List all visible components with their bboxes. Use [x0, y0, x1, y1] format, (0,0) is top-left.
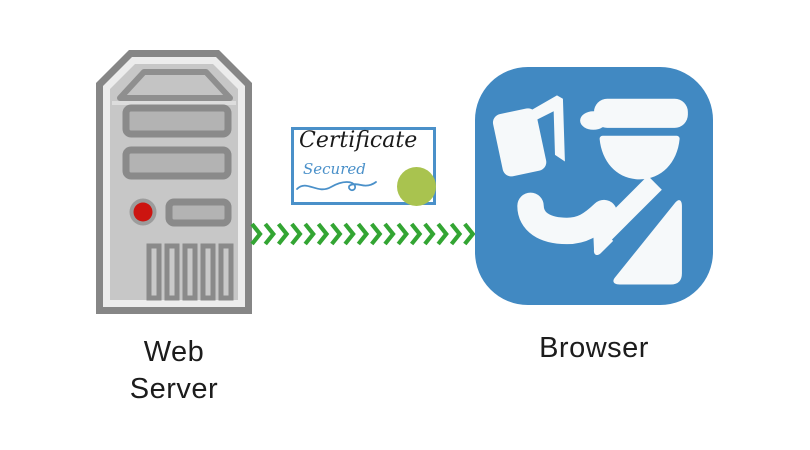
- browser-label: Browser: [539, 332, 649, 364]
- server-drive-bay-2: [122, 146, 232, 180]
- officer-head-icon: [599, 135, 680, 180]
- server-drive-bay-1: [122, 104, 232, 138]
- officer-arm-icon: [517, 175, 662, 256]
- server-top-panel: [117, 69, 233, 101]
- certificate-border: [291, 127, 436, 205]
- certificate-subtitle: Secured: [303, 160, 366, 178]
- passport-book-icon: [492, 95, 565, 177]
- server-power-led: [133, 202, 153, 222]
- web-server-label-line2: Server: [129, 373, 219, 405]
- certificate-seal-icon: [397, 167, 436, 206]
- chevron-arrows: [250, 222, 476, 246]
- certificate-card: Certificate Secured: [285, 122, 442, 210]
- server-top-divider: [112, 101, 236, 105]
- certificate-title: Certificate: [299, 128, 418, 153]
- officer-cap-icon: [580, 98, 688, 130]
- browser-icon: [475, 67, 713, 305]
- web-server-label-line1: Web: [143, 336, 205, 368]
- certificate-flourish: [296, 181, 377, 192]
- server-small-bay: [165, 198, 232, 227]
- desk-icon: [613, 200, 682, 285]
- web-server-icon: [96, 50, 252, 314]
- server-vent-grill: [146, 243, 234, 301]
- web-server-label: Web Server: [96, 334, 252, 408]
